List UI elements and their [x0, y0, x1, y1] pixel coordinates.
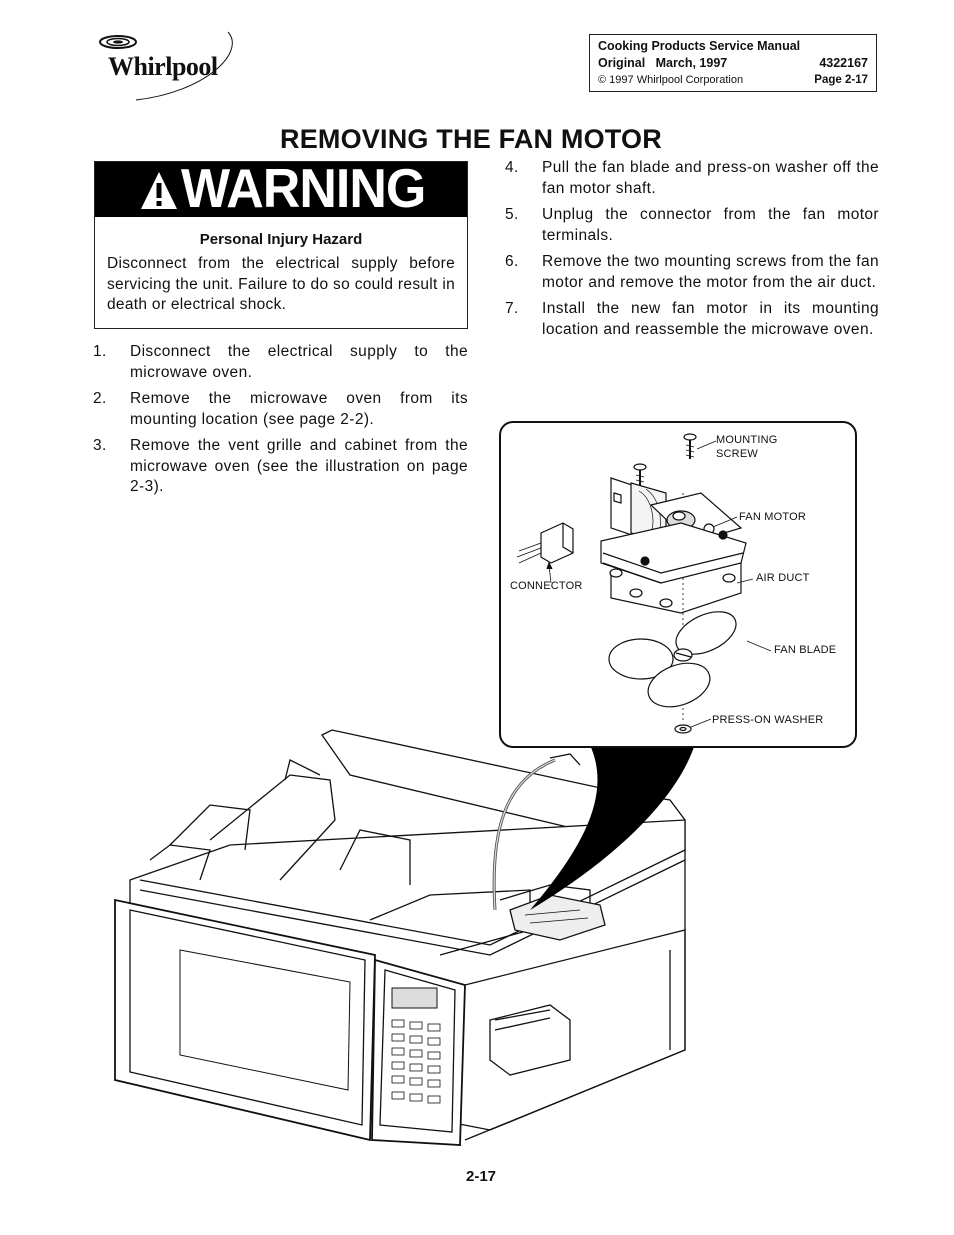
copyright-row: © 1997 Whirlpool Corporation Page 2-17 — [598, 72, 868, 89]
warning-triangle-icon — [141, 171, 177, 209]
whirlpool-swirl-icon — [99, 31, 233, 101]
whirlpool-logo: Whirlpool — [96, 22, 246, 102]
warning-box: WARNING Personal Injury Hazard Disconnec… — [94, 158, 468, 329]
manual-title: Cooking Products Service Manual — [598, 39, 801, 53]
mounting-screw-icon — [683, 433, 697, 459]
steps-list-left: 1.Disconnect the electrical supply to th… — [93, 342, 468, 504]
manual-header-box: Cooking Products Service Manual Original… — [589, 34, 877, 92]
callout-mounting-screw: MOUNTING SCREW — [716, 434, 778, 460]
brand-wordmark: Whirlpool — [108, 52, 218, 81]
callout-connector: CONNECTOR — [510, 580, 583, 592]
step-item: 4.Pull the fan blade and press-on washer… — [505, 159, 879, 197]
fan-blade-icon — [608, 611, 737, 708]
warning-word: WARNING — [181, 158, 426, 220]
warning-banner: WARNING — [95, 158, 467, 220]
page-title: REMOVING THE FAN MOTOR — [280, 124, 662, 154]
step-item: 5.Unplug the connector from the fan moto… — [505, 206, 879, 244]
step-item: 1.Disconnect the electrical supply to th… — [93, 343, 468, 381]
page-number: 2-17 — [466, 1168, 497, 1185]
callout-fan-motor: FAN MOTOR — [739, 511, 806, 523]
step-item: 3.Remove the vent grille and cabinet fro… — [93, 437, 468, 495]
callout-air-duct: AIR DUCT — [756, 572, 810, 584]
step-item: 7.Install the new fan motor in its mount… — [505, 300, 879, 338]
edition-date: Original March, 1997 — [598, 56, 728, 70]
copyright: © 1997 Whirlpool Corporation — [598, 74, 744, 86]
exploded-view-diagram — [516, 433, 772, 734]
step-item: 2.Remove the microwave oven from its mou… — [93, 390, 468, 428]
warning-heading: Personal Injury Hazard — [199, 231, 363, 248]
fan-motor-detail-figure: MOUNTING SCREW FAN MOTOR AIR DUCT CONNEC… — [499, 421, 857, 748]
microwave-illustration — [114, 720, 700, 1146]
callout-fan-blade: FAN BLADE — [774, 644, 837, 656]
edition-row: Original March, 1997 4322167 — [598, 55, 868, 72]
steps-list-right: 4.Pull the fan blade and press-on washer… — [505, 158, 879, 346]
step-item: 6.Remove the two mounting screws from th… — [505, 253, 879, 291]
warning-body: Disconnect from the electrical supply be… — [107, 255, 455, 313]
page-ref: Page 2-17 — [814, 74, 868, 86]
callout-press-on-washer: PRESS-ON WASHER — [712, 714, 824, 726]
part-number: 4322167 — [819, 56, 868, 70]
